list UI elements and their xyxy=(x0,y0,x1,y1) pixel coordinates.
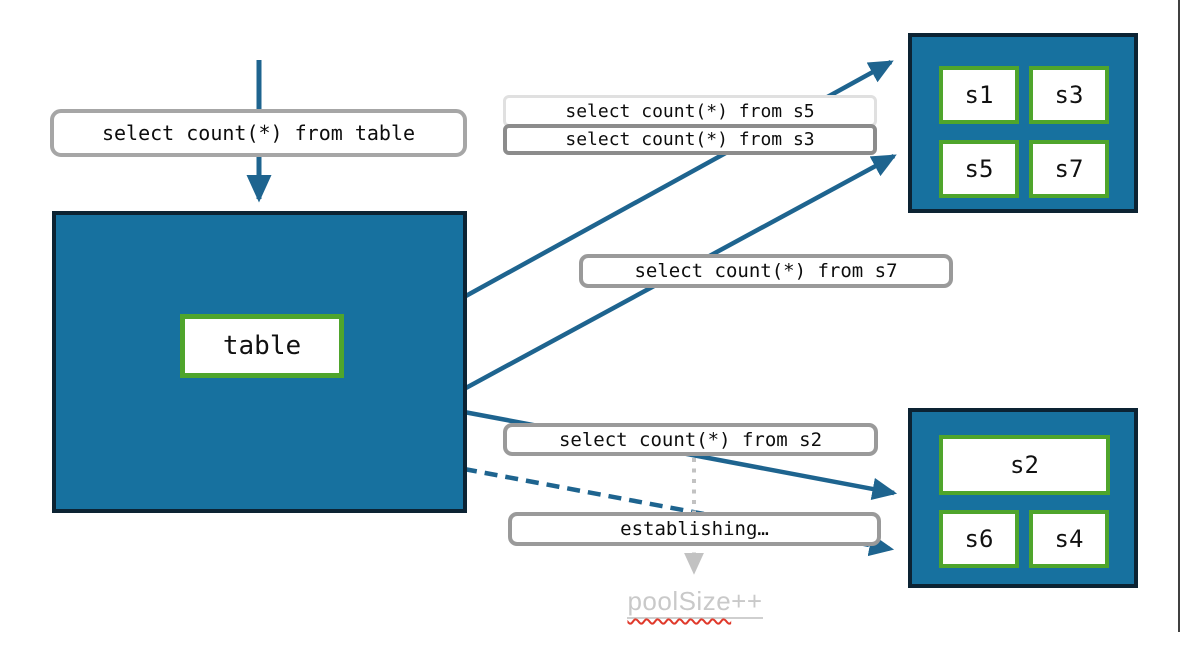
poolsize-note: poolSize++ xyxy=(560,586,830,622)
query-label-from-s7: select count(*) from s7 xyxy=(579,254,953,288)
shard-host-bottom: s2 s6 s4 xyxy=(908,408,1138,588)
shard-s6: s6 xyxy=(939,510,1019,568)
shard-s7: s7 xyxy=(1029,140,1109,198)
table-node: table xyxy=(52,211,467,513)
query-label-from-s5: select count(*) from s5 xyxy=(503,95,877,127)
poolsize-note-suffix: ++ xyxy=(731,586,763,619)
table-node-label: table xyxy=(180,314,344,378)
query-label-from-s2: select count(*) from s2 xyxy=(503,423,878,456)
query-label-from-table: select count(*) from table xyxy=(50,109,467,157)
shard-s4: s4 xyxy=(1029,510,1109,568)
shard-s3: s3 xyxy=(1029,66,1109,124)
poolsize-note-word: poolSize xyxy=(627,586,732,619)
slide-right-edge xyxy=(1178,0,1180,632)
shard-s1: s1 xyxy=(939,66,1019,124)
shard-s2: s2 xyxy=(939,435,1110,495)
query-label-establishing: establishing… xyxy=(508,512,881,546)
shard-host-top: s1 s3 s5 s7 xyxy=(908,33,1138,213)
query-label-from-s3: select count(*) from s3 xyxy=(503,124,877,155)
shard-s5: s5 xyxy=(939,140,1019,198)
